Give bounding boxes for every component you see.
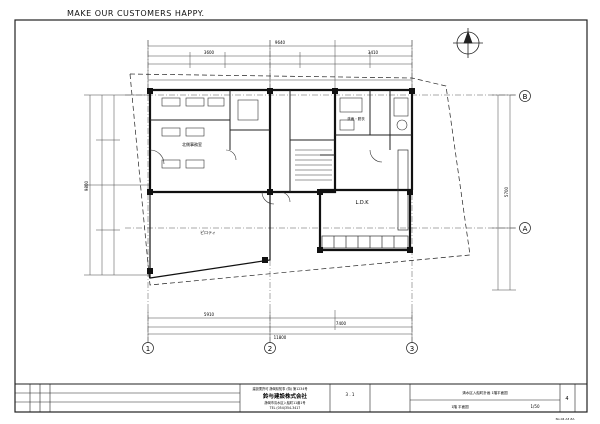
- left-dimension-lines: [84, 94, 150, 276]
- grid-bubble-a: A: [519, 222, 531, 234]
- dim-bottom-b: 7400: [336, 321, 347, 326]
- building-walls: [148, 88, 414, 252]
- grid-bubble-b: B: [519, 90, 531, 102]
- top-dimension-lines: [147, 40, 413, 90]
- title-revision: 3 . 1: [346, 392, 355, 397]
- grid-bubble-2: 2: [264, 342, 276, 354]
- bottom-dimension-lines: [147, 310, 413, 350]
- title-project: 清水区入船町計画 1階平面図: [462, 390, 508, 395]
- north-arrow-icon: [453, 28, 483, 58]
- room-label-ldk: L.D.K: [355, 200, 369, 206]
- kitchen-counter: [321, 149, 409, 249]
- svg-text:B: B: [523, 93, 528, 101]
- header-slogan: MAKE OUR CUSTOMERS HAPPY.: [67, 9, 205, 18]
- title-address: 静岡市清水区入船町11番1号: [264, 400, 305, 405]
- stair-symbol: [295, 149, 332, 181]
- room-label-office: 北側事務室: [182, 141, 202, 147]
- site-boundary: [129, 73, 471, 286]
- dim-left-total: 9800: [84, 180, 89, 191]
- title-company: 鈴与建設株式会社: [263, 392, 308, 400]
- title-drawing-name: 1階 平面図: [451, 404, 469, 409]
- title-registration: 建設業許可 静岡県知事 (特) 第1234号: [252, 386, 307, 391]
- interior-partitions: [150, 90, 412, 192]
- svg-text:2: 2: [268, 345, 272, 353]
- dim-top-sub-2: 3410: [368, 50, 379, 55]
- dim-bottom-a: 5910: [204, 312, 215, 317]
- structural-columns: [147, 88, 415, 274]
- title-block: [14, 383, 588, 413]
- svg-text:3: 3: [410, 345, 414, 353]
- grid-bubble-1: 1: [142, 342, 154, 354]
- dim-bottom-c: 11800: [274, 335, 287, 340]
- title-footer-code: No.04 A3 ZA: [556, 417, 576, 421]
- svg-text:A: A: [523, 225, 528, 233]
- sheet-border: [14, 19, 588, 413]
- dim-top-total: 9640: [275, 40, 286, 45]
- bathroom-fixtures: [339, 97, 409, 131]
- svg-text:1: 1: [146, 345, 150, 353]
- title-tel: TEL (054)354-3417: [269, 406, 301, 410]
- piloti-outline: [149, 191, 271, 279]
- title-scale: 1/50: [531, 404, 540, 409]
- dim-top-sub-1: 3600: [204, 50, 215, 55]
- title-sheet-no: 4: [565, 396, 568, 402]
- door-swings: [149, 149, 383, 205]
- room-label-washroom: 洗面・脱衣: [347, 116, 365, 121]
- grid-bubble-3: 3: [406, 342, 418, 354]
- dim-right-total: 5700: [504, 186, 509, 197]
- room-label-piloti: ピロティ: [200, 229, 216, 235]
- office-furniture: [161, 97, 259, 169]
